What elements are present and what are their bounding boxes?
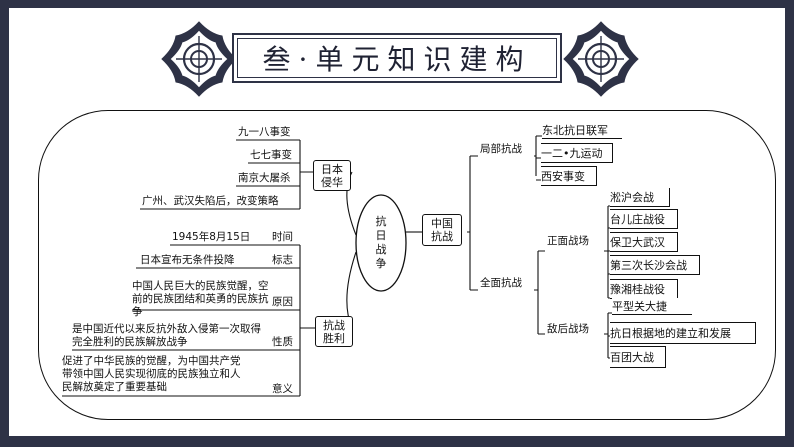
- node-rear-battlefield: 敌后战场: [547, 323, 589, 335]
- local-item: 西安事变: [541, 166, 597, 186]
- node-china-war: 中国抗战: [422, 214, 462, 246]
- center-node-label: 抗日战争: [375, 215, 387, 270]
- front-item: 淞沪会战: [610, 188, 670, 207]
- victory-value: 中国人民巨大的民族觉醒，空前的民族团结和英勇的民族抗争: [132, 280, 269, 318]
- node-full-war: 全面抗战: [480, 277, 522, 289]
- front-item: 第三次长沙会战: [610, 255, 700, 275]
- victory-key: 性质: [272, 336, 293, 348]
- left-ornament-icon: [161, 21, 237, 97]
- victory-key: 意义: [272, 383, 293, 395]
- invasion-item: 七七事变: [250, 149, 292, 161]
- victory-key: 原因: [272, 296, 293, 308]
- center-ellipse: [355, 194, 407, 292]
- rear-item: 百团大战: [610, 346, 666, 368]
- invasion-item: 九一八事变: [238, 126, 291, 138]
- node-japan-invasion: 日本侵华: [313, 160, 351, 191]
- node-local-war: 局部抗战: [480, 143, 522, 155]
- node-front-battlefield: 正面战场: [547, 235, 589, 247]
- victory-value: 是中国近代以来反抗外敌入侵第一次取得完全胜利的民族解放战争: [72, 323, 261, 348]
- front-item: 台儿庄战役: [610, 209, 678, 229]
- rear-item: 平型关大捷: [612, 298, 692, 315]
- invasion-item: 南京大屠杀: [238, 172, 291, 184]
- right-ornament-icon: [563, 21, 639, 97]
- victory-value: 促进了中华民族的觉醒，为中国共产党带领中国人民实现彻底的民族独立和人民解放奠定了…: [62, 355, 241, 393]
- title-box: 叁·单元知识建构: [232, 33, 562, 83]
- node-victory: 抗战胜利: [315, 316, 353, 347]
- rear-item: 抗日根据地的建立和发展: [610, 322, 756, 344]
- front-item: 保卫大武汉: [610, 232, 678, 252]
- victory-key: 时间: [272, 231, 293, 243]
- local-item: 东北抗日联军: [542, 122, 622, 139]
- front-item: 豫湘桂战役: [610, 279, 678, 299]
- diagram-frame: [38, 110, 776, 420]
- invasion-item: 广州、武汉失陷后，改变策略: [142, 195, 279, 207]
- victory-value: 日本宣布无条件投降: [140, 254, 235, 266]
- victory-key: 标志: [272, 254, 293, 266]
- local-item: 一二•九运动: [541, 143, 613, 163]
- victory-value: 1945年8月15日: [172, 231, 251, 243]
